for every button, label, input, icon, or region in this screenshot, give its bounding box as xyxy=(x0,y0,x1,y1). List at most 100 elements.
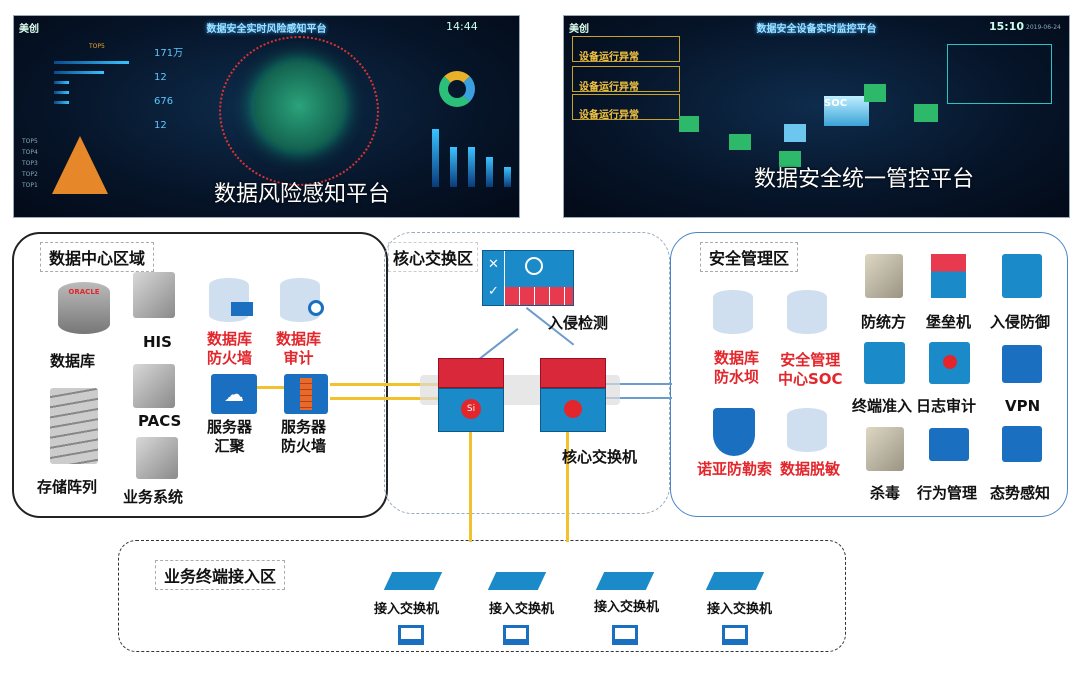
fangtongfang-icon xyxy=(865,254,903,298)
clock: 14:44 xyxy=(446,20,478,33)
server-agg-label: 服务器汇聚 xyxy=(207,418,253,455)
access-switch-label: 接入交换机 xyxy=(594,600,660,615)
pyramid-chart xyxy=(52,136,108,194)
log-audit-icon xyxy=(929,342,970,384)
pc-icon xyxy=(503,625,529,645)
clock: 15:10 xyxy=(989,20,1025,33)
soc-icon xyxy=(787,290,827,334)
pyramid-label: TOP5 xyxy=(22,138,38,145)
pc-icon xyxy=(398,625,424,645)
core-switch-icon: Si xyxy=(438,358,504,432)
server-node xyxy=(864,84,886,102)
top-label: TOP5 xyxy=(89,43,105,50)
network-link xyxy=(600,397,672,399)
data-masking-icon xyxy=(787,408,827,452)
database-audit-icon xyxy=(280,278,324,322)
column-bar xyxy=(468,147,475,187)
situation-label: 态势感知 xyxy=(990,484,1051,502)
access-switch-label: 接入交换机 xyxy=(707,602,773,617)
network-link xyxy=(600,383,672,385)
db-audit-label: 数据库审计 xyxy=(276,330,322,367)
fangtongfang-label: 防统方 xyxy=(861,313,907,331)
zone-title: 核心交换区 xyxy=(388,242,479,272)
dashboard-title: 数据安全设备实时监控平台 xyxy=(756,24,877,35)
ids-label: 入侵检测 xyxy=(548,314,609,332)
alert-card[interactable]: 设备运行异常 xyxy=(572,94,680,121)
business-system-label: 业务系统 xyxy=(123,488,184,506)
device-monitor-dashboard: 美创 数据安全设备实时监控平台 15:10 2019-06-24 设备运行异常 … xyxy=(563,15,1070,218)
bastion-label: 堡垒机 xyxy=(926,313,972,331)
server-node xyxy=(784,124,806,142)
oracle-logo-text: ORACLE xyxy=(68,288,100,296)
storage-array-icon xyxy=(50,388,98,464)
log-audit-label: 日志审计 xyxy=(916,397,977,415)
pacs-label: PACS xyxy=(138,412,182,430)
server-firewall-icon xyxy=(284,374,328,414)
pyramid-label: TOP2 xyxy=(22,171,38,178)
column-bar xyxy=(486,157,493,187)
behavior-label: 行为管理 xyxy=(917,484,978,502)
network-link xyxy=(469,430,472,542)
unix-server-icon xyxy=(133,272,175,318)
antivirus-icon xyxy=(866,427,904,471)
database-firewall-icon xyxy=(209,278,253,322)
server-node xyxy=(679,116,699,132)
alert-card[interactable]: 设备运行异常 xyxy=(572,36,680,63)
overlay-title: 数据安全统一管控平台 xyxy=(754,167,975,192)
server-node xyxy=(914,104,938,122)
zone-title: 业务终端接入区 xyxy=(155,560,286,590)
access-switch-icon xyxy=(595,572,655,590)
access-switch-icon xyxy=(705,572,765,590)
access-switch-label: 接入交换机 xyxy=(489,602,555,617)
db-dam-label: 数据库防水坝 xyxy=(714,349,760,386)
stat-value: 171万 xyxy=(154,48,184,59)
storage-array-label: 存储阵列 xyxy=(37,478,98,496)
oracle-database-icon: ORACLE xyxy=(58,282,110,334)
logo: 美创 xyxy=(19,24,39,35)
intrusion-detection-icon: ✕✓ xyxy=(482,250,574,307)
column-bar xyxy=(450,147,457,187)
risk-ring xyxy=(219,36,379,186)
server-fw-label: 服务器防火墙 xyxy=(281,418,327,455)
datacenter-zone xyxy=(12,232,388,518)
windows-server-icon xyxy=(136,437,178,479)
bastion-host-icon xyxy=(931,254,966,298)
ips-label: 入侵防御 xyxy=(990,313,1051,331)
ranking-bar xyxy=(54,91,69,94)
ransom-label: 诺亚防勒索 xyxy=(697,460,773,478)
ranking-bar xyxy=(54,81,69,84)
zone-title: 数据中心区域 xyxy=(40,242,155,272)
server-aggregation-icon: ☁ xyxy=(211,374,257,414)
stat-value: 12 xyxy=(154,120,167,131)
zone-title: 安全管理区 xyxy=(700,242,799,272)
nac-icon xyxy=(864,342,905,384)
pc-icon xyxy=(612,625,638,645)
soc-node: SOC xyxy=(824,96,869,126)
network-link xyxy=(330,397,440,400)
dashboard-title: 数据安全实时风险感知平台 xyxy=(206,24,327,35)
soc-label: 安全管理中心SOC xyxy=(778,351,843,388)
masking-label: 数据脱敏 xyxy=(780,460,841,478)
vpn-icon xyxy=(1002,345,1042,383)
db-firewall-label: 数据库防火墙 xyxy=(207,330,253,367)
soc-info-panel xyxy=(947,44,1052,104)
pyramid-label: TOP1 xyxy=(22,182,38,189)
database-label: 数据库 xyxy=(50,352,96,370)
column-bar xyxy=(504,167,511,187)
core-switch-label: 核心交换机 xyxy=(562,448,638,466)
antivirus-label: 杀毒 xyxy=(870,484,901,502)
vpn-label: VPN xyxy=(1005,397,1041,415)
server-node xyxy=(779,151,801,167)
alert-card[interactable]: 设备运行异常 xyxy=(572,66,680,93)
date: 2019-06-24 xyxy=(1026,24,1061,31)
ransomware-shield-icon xyxy=(713,408,755,456)
network-link xyxy=(330,383,440,386)
ips-icon xyxy=(1002,254,1042,298)
server-node xyxy=(729,134,751,150)
behavior-management-icon xyxy=(929,428,969,461)
stat-value: 12 xyxy=(154,72,167,83)
access-switch-icon xyxy=(383,572,443,590)
